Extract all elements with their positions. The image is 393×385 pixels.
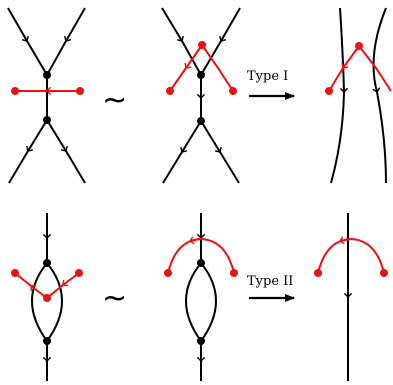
strand-a-upper-left-arrow bbox=[7, 7, 48, 76]
curve-b-right bbox=[201, 44, 234, 92]
endpoint-d-left bbox=[11, 269, 19, 277]
endpoint-c-left bbox=[325, 87, 333, 95]
curve-c-left bbox=[328, 45, 360, 92]
curve-b-apex bbox=[198, 41, 206, 49]
vertex-b-top bbox=[197, 71, 205, 79]
vertex-a-top bbox=[43, 71, 51, 79]
type-1-label: Type I bbox=[247, 69, 288, 84]
type-2-label: Type II bbox=[247, 274, 293, 289]
curve-b-left bbox=[169, 44, 203, 92]
endpoint-a-right bbox=[76, 87, 84, 95]
panel-b bbox=[161, 7, 241, 184]
curve-d-left bbox=[14, 272, 48, 299]
curve-d-right bbox=[46, 272, 80, 299]
strand-b-upper-left bbox=[161, 7, 202, 76]
equivalence-tilde-bottom: ~ bbox=[102, 281, 127, 316]
loop-d-right bbox=[46, 262, 63, 342]
endpoint-e-left bbox=[164, 269, 172, 277]
vertex-b-bottom bbox=[197, 117, 205, 125]
panel-a bbox=[7, 7, 86, 184]
loop-e-left bbox=[185, 262, 202, 342]
strand-b-upper-right bbox=[200, 7, 241, 76]
strand-a-lower-left bbox=[8, 119, 48, 184]
curve-f-arrow bbox=[339, 236, 351, 245]
endpoint-e-right bbox=[230, 269, 238, 277]
panel-d bbox=[11, 213, 83, 381]
panel-e bbox=[164, 213, 238, 381]
strand-c-left-arrow bbox=[330, 7, 349, 184]
endpoint-f-left bbox=[314, 269, 322, 277]
curve-f bbox=[317, 237, 385, 274]
equivalence-tilde-top: ~ bbox=[102, 83, 127, 118]
loop-d-left bbox=[31, 262, 48, 342]
curve-e bbox=[167, 237, 235, 274]
loop-e-right bbox=[200, 262, 217, 342]
vertex-d-top bbox=[43, 259, 51, 267]
strand-b-lower-left bbox=[162, 120, 202, 184]
strand-a-lower-right bbox=[46, 119, 86, 184]
panel-f bbox=[314, 213, 388, 381]
curve-c-apex bbox=[355, 42, 363, 50]
endpoint-b-right bbox=[229, 87, 237, 95]
curve-e-arrow bbox=[189, 236, 201, 245]
curve-d-apex bbox=[43, 294, 51, 302]
vertex-d-bottom bbox=[43, 337, 51, 345]
strand-c-right bbox=[372, 7, 387, 184]
strand-a-upper-right bbox=[46, 7, 86, 76]
vertex-a-bottom bbox=[43, 116, 51, 124]
endpoint-a-left bbox=[11, 87, 19, 95]
vertex-e-top bbox=[197, 259, 205, 267]
curve-c-right bbox=[358, 45, 392, 92]
endpoint-d-right bbox=[75, 269, 83, 277]
panel-c bbox=[325, 7, 392, 184]
endpoint-f-right bbox=[380, 269, 388, 277]
vertex-e-bottom bbox=[197, 337, 205, 345]
strand-b-lower-right bbox=[200, 120, 240, 184]
endpoint-b-left bbox=[166, 87, 174, 95]
